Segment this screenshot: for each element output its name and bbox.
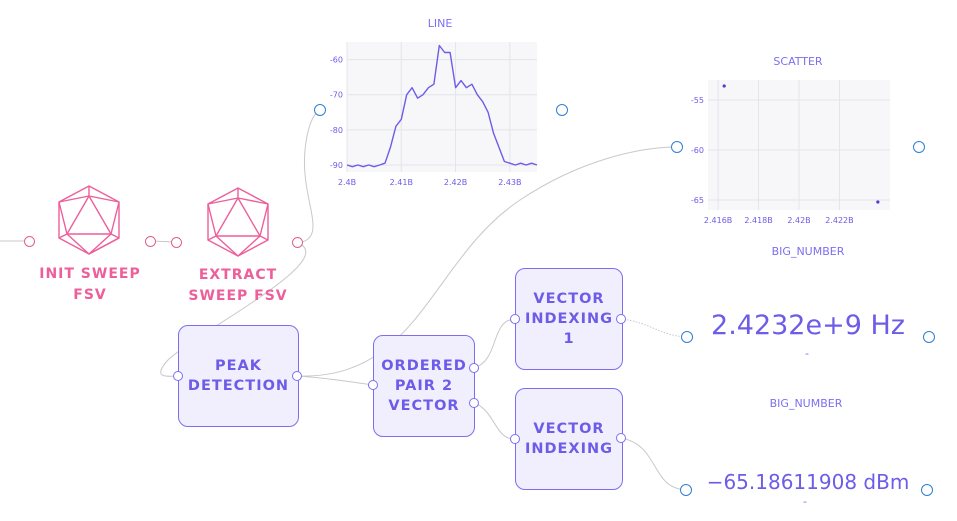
y-tick-label: -80 [330,126,343,135]
extract-sweep-input-port[interactable] [171,237,182,248]
ordered-pair-output-port-1[interactable] [469,363,479,373]
big-number-1-input-port[interactable] [681,331,693,343]
extract-sweep-output-port[interactable] [292,237,303,248]
plot-area [347,42,537,172]
scatter-chart: 2.416B 2.418B 2.42B 2.422B -55 -60 -65 [691,80,890,225]
vector-indexing-1-input-port[interactable] [510,314,520,324]
x-tick-label: 2.43B [498,178,521,187]
line-chart-input-port[interactable] [314,104,326,116]
big-number-1-value: 2.4232e+9 Hz [711,310,905,341]
extract-sweep-label[interactable]: EXTRACT SWEEP FSV [188,267,288,304]
icosahedron-icon [58,185,120,255]
scatter-point [722,84,726,88]
x-tick-label: 2.42B [444,178,467,187]
scatter-point [876,200,880,204]
wire-extract-to-line [297,109,321,244]
x-tick-label: 2.4B [338,178,356,187]
vector-indexing-input-port[interactable] [510,434,520,444]
init-sweep-input-port[interactable] [24,236,35,247]
vector-indexing-node[interactable]: VECTOR INDEXING [515,388,623,490]
y-tick-label: -60 [691,146,704,155]
vector-indexing-output-port[interactable] [616,433,626,443]
big-number-1-title: BIG_NUMBER [771,245,845,258]
line-chart-output-port[interactable] [556,104,568,116]
x-tick-label: 2.42B [787,216,810,225]
scatter-output-port[interactable] [913,141,925,153]
peak-detection-output-port[interactable] [292,371,302,381]
big-number-1-subtitle: - [805,347,809,360]
big-number-1-output-port[interactable] [923,331,935,343]
line-chart-title: LINE [427,17,453,30]
wire-ordered-to-vi [473,402,516,440]
y-tick-label: -60 [330,56,343,65]
big-number-2-output-port[interactable] [921,484,933,496]
wire-vi1-to-bignumber1 [620,318,688,338]
big-number-2-subtitle: - [803,495,807,508]
vector-indexing-1-node[interactable]: VECTOR INDEXING 1 [515,268,623,370]
line-chart: 2.4B 2.41B 2.42B 2.43B -60 -70 -80 -90 [330,42,538,187]
ordered-pair-output-port-2[interactable] [469,398,479,408]
y-tick-label: -55 [691,96,704,105]
wire-peak-to-ordered [296,375,374,386]
y-tick-label: -70 [330,91,343,100]
ordered-pair-2-vector-node[interactable]: ORDERED PAIR 2 VECTOR [373,335,475,437]
peak-detection-node[interactable]: PEAK DETECTION [178,325,299,427]
big-number-2-value: −65.18611908 dBm [706,470,910,494]
x-tick-label: 2.422B [825,216,853,225]
ordered-pair-input-port[interactable] [368,380,378,390]
icosahedron-icon [207,187,269,257]
init-sweep-label[interactable]: INIT SWEEP FSV [39,266,141,303]
peak-detection-input-port[interactable] [173,371,183,381]
y-tick-label: -65 [691,196,704,205]
big-number-2-input-port[interactable] [680,484,692,496]
x-tick-label: 2.418B [744,216,772,225]
big-number-2-title: BIG_NUMBER [769,397,843,410]
wire-ordered-to-vi1 [473,318,516,369]
wire-vi-to-bignumber2 [620,437,687,491]
vector-indexing-1-output-port[interactable] [616,314,626,324]
scatter-input-port[interactable] [671,141,683,153]
scatter-chart-title: SCATTER [773,55,823,68]
y-tick-label: -90 [330,161,343,170]
x-tick-label: 2.41B [390,178,413,187]
x-tick-label: 2.416B [704,216,732,225]
line-series [346,44,538,168]
init-sweep-output-port[interactable] [145,236,156,247]
